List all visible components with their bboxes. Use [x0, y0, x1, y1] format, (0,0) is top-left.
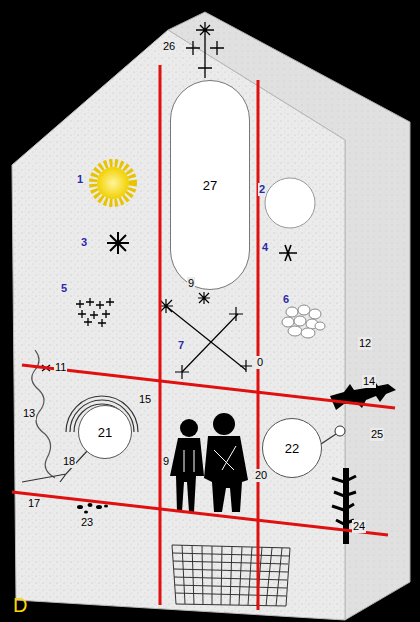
- callout-number: 21: [98, 425, 112, 440]
- wire-line: [22, 450, 88, 482]
- callout-number: 13: [22, 407, 36, 420]
- circle-shape: 22: [262, 418, 322, 478]
- star-group: [186, 22, 224, 78]
- callout-number: 17: [27, 497, 41, 510]
- callout-number: 9: [187, 277, 195, 290]
- sun-rays: [93, 163, 133, 203]
- callout-number: 2: [258, 183, 266, 196]
- callout-number: 15: [138, 393, 152, 406]
- human-figures: [170, 413, 248, 512]
- stone-cluster: [282, 305, 325, 338]
- callout-number: 11: [54, 361, 67, 374]
- dot-group: [77, 503, 108, 514]
- callout-number: 18: [62, 455, 76, 468]
- star-cluster: [76, 298, 114, 327]
- grid-line: [12, 65, 395, 610]
- callout-number: 24: [352, 520, 366, 533]
- callout-number: 14: [362, 375, 376, 388]
- net-grid: [172, 545, 290, 606]
- callout-number: 4: [261, 241, 269, 254]
- callout-number: 20: [254, 469, 268, 482]
- callout-number: 3: [80, 236, 88, 249]
- callout-number: 25: [370, 428, 384, 441]
- star-symbol: [279, 245, 297, 261]
- callout-number: 9: [162, 455, 170, 468]
- small-circle: [335, 426, 345, 436]
- moon-symbol: [265, 178, 315, 228]
- stone-face: [12, 30, 345, 620]
- caption-letter: D: [12, 594, 28, 617]
- callout-number: 23: [80, 516, 94, 529]
- circle-shape: 21: [78, 405, 132, 459]
- callout-number: 1: [76, 173, 84, 186]
- callout-number: 0: [256, 356, 264, 369]
- tail-line: [321, 434, 336, 444]
- star-symbol: [107, 232, 129, 254]
- callout-number: 7: [177, 339, 185, 352]
- cross-lines: [159, 292, 252, 379]
- oval-shape: 27: [170, 80, 250, 290]
- callout-number: 22: [285, 441, 299, 456]
- callout-number: 6: [282, 293, 290, 306]
- callout-number: 5: [60, 282, 68, 295]
- callout-number: 27: [203, 178, 217, 193]
- callout-number: 12: [358, 337, 372, 350]
- sun-symbol: [97, 167, 129, 199]
- callout-number: 26: [162, 40, 176, 53]
